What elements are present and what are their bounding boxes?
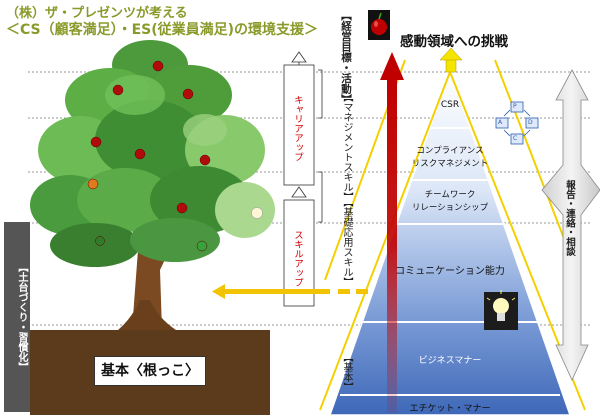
pdca-c: C — [513, 135, 518, 142]
apple-3 — [182, 88, 194, 100]
title-line-1: （株）ザ・プレゼンツが考える — [6, 6, 188, 21]
report-label: 報告・連絡・相談 — [564, 180, 575, 256]
skill-arrow-head — [291, 186, 307, 198]
dosha-label: 【土台づくり・習慣化】 — [16, 262, 27, 372]
apple-4 — [90, 136, 102, 148]
tier-business-manners: ビジネスマナー — [418, 356, 482, 366]
apple-8 — [176, 202, 188, 214]
tier-teamwork-line2: リレーションシップ — [411, 203, 489, 213]
career-up-box — [283, 64, 315, 186]
tier-compliance-line1: コンプライアンス — [416, 146, 484, 156]
apple-11 — [196, 240, 208, 252]
yellow-left-arrow — [212, 284, 368, 299]
tier-compliance-line2: リスクマネジメント — [411, 159, 489, 169]
stage-label-keiei: 【経営目標・活動】 — [340, 10, 352, 105]
stage-label-mgmt: 【マネジメントスキル】 — [341, 92, 352, 202]
apples — [87, 60, 263, 252]
lightbulb-icon — [484, 290, 518, 330]
pdca-p: P — [513, 103, 517, 110]
tree-foliage — [30, 40, 275, 267]
banner-title: 感動領域への挑戦 — [400, 34, 508, 50]
apple-10 — [95, 236, 105, 246]
apple-6 — [199, 154, 211, 166]
pdca-cycle-icon — [495, 101, 539, 145]
career-up-label: キャリアアップ — [292, 95, 303, 162]
apple-5 — [134, 148, 146, 160]
apple-7 — [87, 178, 99, 190]
apple-1 — [152, 60, 164, 72]
title-line-2: ＜CS（顧客満足）・ES(従業員満足)の環境支援＞ — [6, 22, 319, 38]
career-arrow-head — [291, 51, 307, 63]
stage-brackets — [318, 69, 323, 223]
red-up-arrow — [380, 52, 404, 413]
skill-up-box — [283, 199, 315, 307]
tier-compliance: コンプライアンス リスクマネジメント — [410, 145, 490, 171]
stage-label-kihon: 【基本】 — [341, 352, 352, 392]
grey-double-arrow — [541, 69, 600, 381]
apple-icon — [368, 10, 390, 40]
soil-side-band — [4, 222, 30, 412]
pdca-d: D — [528, 119, 533, 126]
tier-teamwork: チームワーク リレーションシップ — [408, 189, 492, 215]
root-label: 基本〈根っこ〉 — [94, 356, 206, 386]
tier-csr: CSR — [440, 100, 460, 110]
tier-teamwork-line1: チームワーク — [424, 190, 476, 200]
skill-up-label: スキルアップ — [292, 230, 303, 287]
apple-9 — [251, 207, 263, 219]
apple-2 — [112, 84, 124, 96]
step-boxes — [283, 51, 315, 307]
yellow-up-arrow — [439, 47, 463, 73]
stage-label-kiso: 【基礎応用スキル】 — [341, 197, 352, 287]
tier-etiquette: エチケット・マナー — [409, 404, 491, 414]
tier-communication: コミュニケーション能力 — [395, 266, 505, 277]
pdca-a: A — [498, 119, 503, 126]
